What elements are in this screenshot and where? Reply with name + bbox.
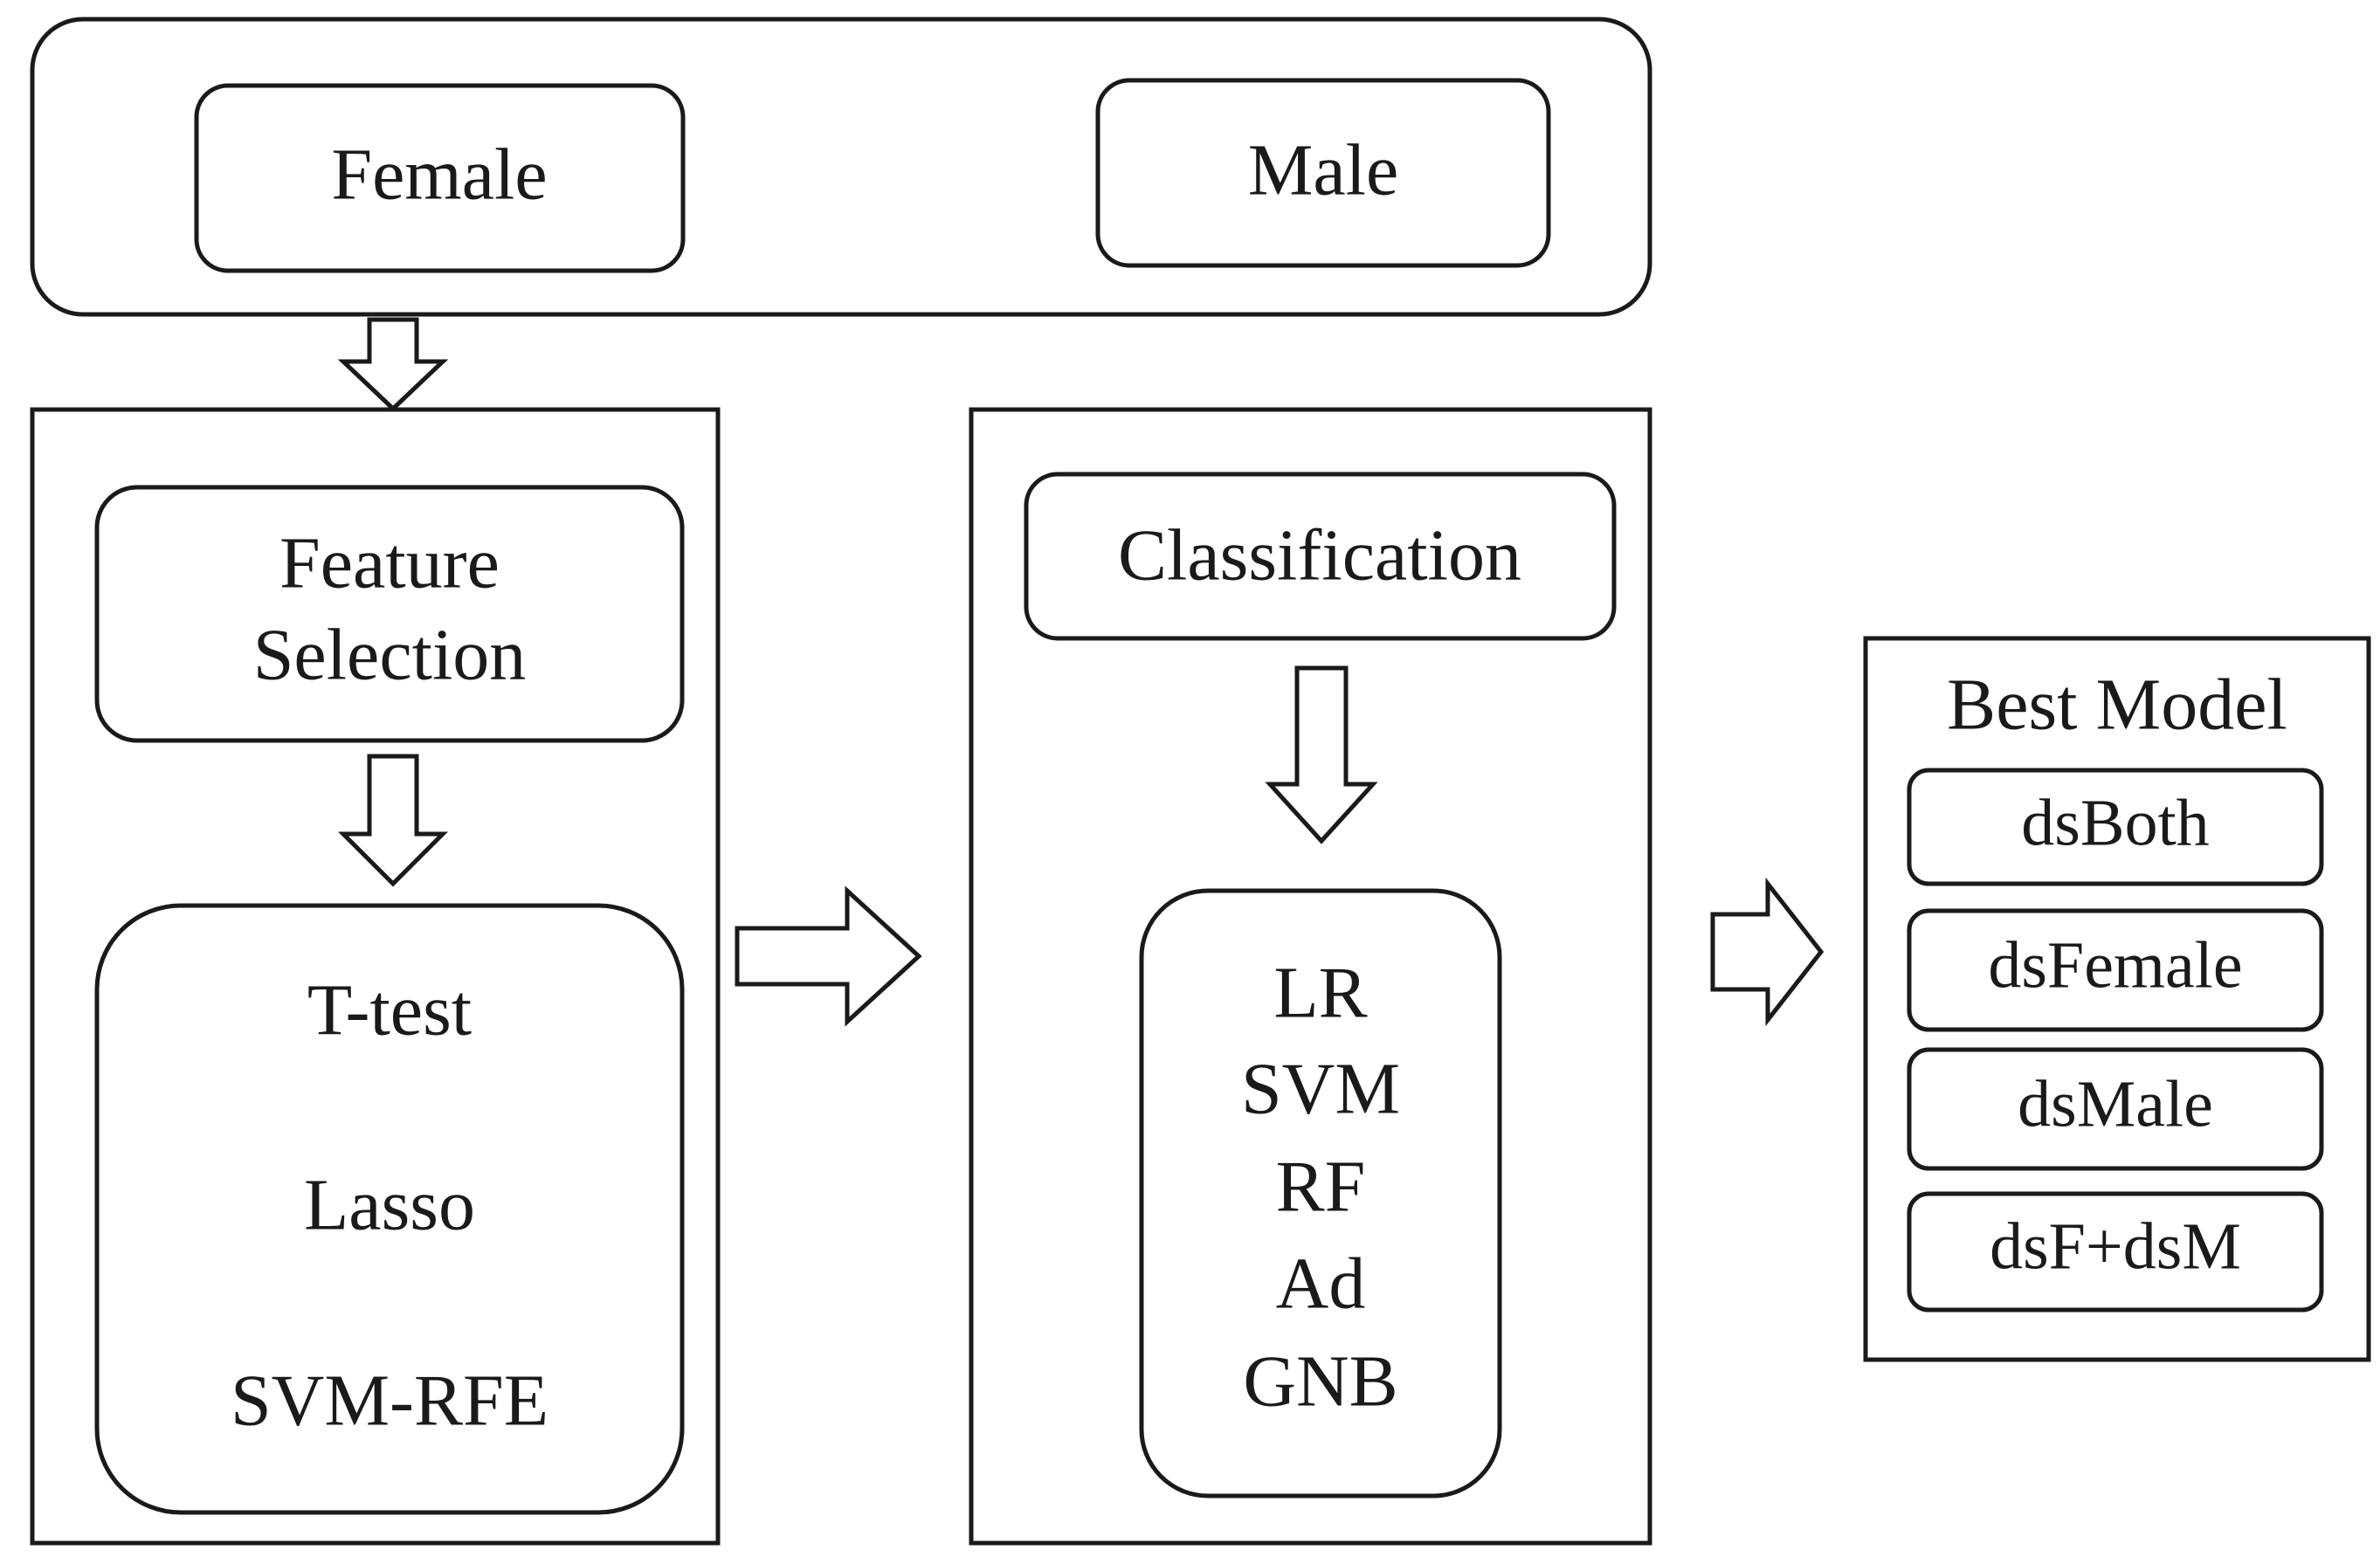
method-lasso: Lasso — [304, 1164, 475, 1245]
dataset-box-dsmale — [1907, 1047, 2324, 1171]
classifier-lr: LR — [1273, 952, 1367, 1033]
feature-selection-title-line2: Selection — [253, 614, 527, 695]
feature-selection-title-line1: Feature — [279, 522, 500, 603]
down-arrow-icon — [337, 317, 449, 412]
female-box — [194, 83, 686, 273]
classifiers-box — [1139, 888, 1502, 1499]
male-box — [1095, 78, 1551, 268]
dataset-box-dsf-dsm — [1907, 1191, 2324, 1313]
method-svm-rfe: SVM-RFE — [231, 1360, 548, 1441]
dataset-box-dsboth — [1907, 768, 2324, 886]
classification-title-box — [1024, 472, 1617, 641]
female-label: Female — [331, 134, 547, 215]
right-arrow-icon — [735, 885, 922, 1027]
best-model-title: Best Model — [1947, 664, 2287, 745]
feature-methods-box — [94, 903, 685, 1515]
method-t-test: T-test — [307, 969, 472, 1051]
down-arrow-icon — [337, 754, 449, 887]
classifier-gnb: GNB — [1243, 1340, 1397, 1422]
dataset-dsf-dsm: dsF+dsM — [1990, 1209, 2241, 1283]
dataset-dsfemale: dsFemale — [1988, 928, 2242, 1002]
classifier-rf: RF — [1276, 1146, 1366, 1227]
male-label: Male — [1248, 129, 1399, 210]
feature-selection-title-box — [94, 485, 685, 743]
dataset-box-dsfemale — [1907, 908, 2324, 1032]
classifier-svm: SVM — [1241, 1048, 1400, 1129]
right-arrow-icon — [1710, 877, 1825, 1027]
classifier-ad: Ad — [1276, 1243, 1366, 1324]
classification-title: Classification — [1118, 514, 1521, 596]
down-arrow-icon — [1265, 665, 1378, 844]
dataset-dsmale: dsMale — [2018, 1067, 2213, 1140]
dataset-dsboth: dsBoth — [2021, 786, 2209, 859]
